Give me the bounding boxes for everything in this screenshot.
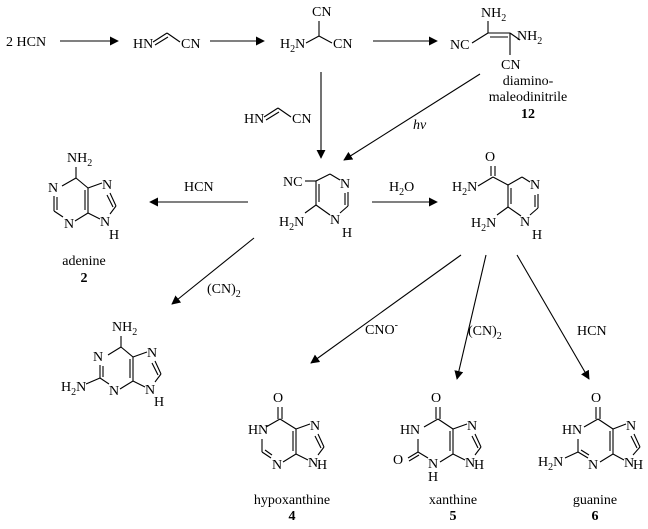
hcn-reactant-label: 2 HCN [6, 35, 46, 50]
damn-nh2-top-label: NH2 [481, 6, 506, 24]
gua-hn-label: H [562, 423, 572, 438]
hypoxanthine-number: 4 [289, 509, 296, 524]
adenine-n9-label: N [100, 215, 110, 230]
dap-h2n-label: H2N [61, 380, 86, 398]
hypo-n7-label: N [310, 419, 320, 434]
hypo-n9-label: N [308, 456, 318, 471]
gua-n9-label: N [624, 456, 634, 471]
gua-n3-label: N [588, 458, 598, 473]
cyanogen-label-2: (CN)2 [468, 324, 502, 342]
aica-o-label: O [485, 150, 495, 165]
aica-nh-label: N [520, 215, 530, 230]
hypo-n1-label: N [258, 423, 268, 438]
imine-cn-label: CN [181, 37, 200, 52]
hypo-n3-label: N [272, 458, 282, 473]
iminoacetonitrile-structure: HN CN [133, 32, 200, 52]
aicn-n-ring-label: N [340, 177, 350, 192]
aica-n-ring-label: N [530, 178, 540, 193]
hypo-hn-label: H [248, 423, 258, 438]
hcn-to-adenine-label: HCN [184, 180, 214, 195]
arrow-aicn-to-diaminopurine [171, 237, 255, 305]
aica-h2n2-label: H2N [471, 216, 496, 234]
aminomalono-cn-top-label: CN [312, 5, 331, 20]
arrow-to-hypoxanthine [310, 254, 462, 364]
dap-n1-label: N [93, 350, 103, 365]
xan-n3-label: N [428, 457, 438, 472]
dap-n3-label: N [109, 384, 119, 399]
guanine-name: guanine [573, 493, 617, 508]
dap-n7-label: N [147, 346, 157, 361]
hypoxanthine-name: hypoxanthine [254, 493, 330, 508]
aica-h2n-label: H2N [452, 180, 477, 198]
gua-h2n-label: H2N [538, 455, 563, 473]
cyanogen-label-1: (CN)2 [207, 282, 241, 300]
aicn-nh-h-label: H [342, 226, 352, 241]
damn-nh2-right-label: NH2 [517, 29, 542, 47]
aicn-h2n-label: H2N [279, 215, 304, 233]
hcn-to-guanine-label: HCN [577, 324, 607, 339]
aminomalononitrile-structure: CN H2N CN [280, 5, 352, 55]
guanine-number: 6 [592, 509, 599, 524]
imine-hn-label: HN [133, 37, 153, 52]
photo-label: hν [413, 118, 427, 133]
gua-h9-label: H [633, 458, 643, 473]
xanthine-name: xanthine [429, 493, 477, 508]
xan-o-top-label: O [431, 391, 441, 406]
arrow-damn-photochemical [343, 73, 481, 161]
gua-o-label: O [591, 391, 601, 406]
damn-cn-bottom-label: CN [501, 58, 520, 73]
adenine-n1-label: N [48, 181, 58, 196]
dap-h9-label: H [154, 395, 164, 410]
water-label: H2O [389, 180, 414, 198]
xan-n7-label: N [467, 419, 477, 434]
adenine-nh2-label: NH2 [67, 151, 92, 169]
adenine-name: adenine [62, 254, 106, 269]
aica-nh-h-label: H [532, 228, 542, 243]
side-imine-cn-label: CN [292, 112, 311, 127]
arrow-to-xanthine [454, 254, 487, 380]
xanthine-number: 5 [450, 509, 457, 524]
damn-nc-label: NC [450, 38, 469, 53]
adenine-number: 2 [81, 271, 88, 286]
gua-n1-label: N [572, 423, 582, 438]
adenine-n7-label: N [102, 178, 112, 193]
xan-n9-label: N [465, 456, 475, 471]
diaminopurine-structure: NH2 N N N N H H2N [61, 320, 164, 410]
damn-compound-number: 12 [521, 107, 535, 122]
dap-n9-label: N [145, 383, 155, 398]
damn-name-line2: maleodinitrile [489, 90, 568, 105]
side-imine-hn-label: HN [244, 112, 264, 127]
xan-h9-label: H [474, 458, 484, 473]
aicn-nc-label: NC [283, 175, 302, 190]
guanine-structure: O H N H2N N N N H guanine 6 [538, 391, 643, 524]
aicn-nh-label: N [330, 213, 340, 228]
xan-n1-label: N [410, 423, 420, 438]
aica-structure: O H2N N N H H2N [452, 150, 542, 243]
side-imine-reagent: HN CN [244, 107, 311, 127]
damn-name-line1: diamino- [503, 74, 554, 89]
cyanate-label: CNO- [365, 320, 398, 338]
xanthine-structure: O H N O N H N N H xanthine 5 [393, 391, 484, 524]
aicn-structure: NC N N H H2N [279, 173, 352, 241]
xan-h3-label: H [428, 470, 438, 485]
xan-hn-label: H [400, 423, 410, 438]
hypoxanthine-structure: O H N N N N H hypoxanthine 4 [248, 391, 330, 524]
xan-o-left-label: O [393, 453, 403, 468]
aminomalono-cn-right-label: CN [333, 37, 352, 52]
adenine-structure: NH2 N N N N H adenine 2 [48, 151, 119, 286]
aminomalono-h2n-label: H2N [280, 37, 305, 55]
gua-n7-label: N [626, 419, 636, 434]
diaminomaleonitrile-structure: NH2 NC NH2 CN diamino- maleodinitrile 12 [450, 6, 567, 122]
adenine-n3-label: N [64, 217, 74, 232]
dap-nh2-label: NH2 [112, 320, 137, 338]
adenine-h9-label: H [109, 228, 119, 243]
hypo-h9-label: H [317, 458, 327, 473]
arrow-to-guanine [516, 254, 590, 380]
hypo-o-label: O [273, 391, 283, 406]
